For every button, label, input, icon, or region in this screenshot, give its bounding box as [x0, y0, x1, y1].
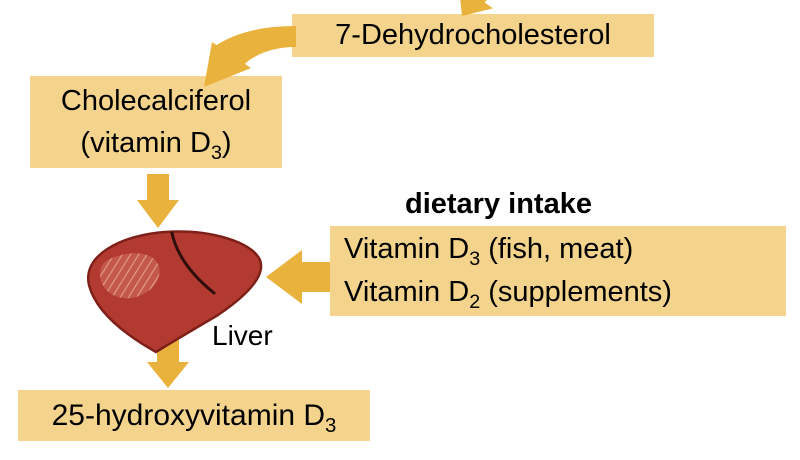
vitamin-d3-close-paren: ) — [221, 127, 232, 159]
liver-label: Liver — [212, 320, 273, 351]
node-25-hydroxyvitamin-d3: 25-hydroxyvitamin D3 — [18, 390, 370, 441]
liver-crease-line — [170, 231, 216, 295]
node-cholecalciferol: Cholecalciferol (vitamin D3) — [30, 76, 282, 168]
dietary-d2-sources: (supplements) — [480, 276, 672, 308]
dietary-d3-subscript: 3 — [469, 247, 481, 270]
dietary-vitamin-d2-line: Vitamin D2 (supplements) — [344, 271, 672, 315]
liver-highlight — [100, 253, 160, 299]
vitamin-d3-text: (vitamin D — [80, 127, 211, 159]
node-dietary-sources: Vitamin D3 (fish, meat) Vitamin D2 (supp… — [330, 226, 786, 316]
arrow-cholecalciferol-to-liver-icon — [137, 174, 179, 228]
dietary-vitamin-d3-line: Vitamin D3 (fish, meat) — [344, 228, 633, 272]
hydroxyvitamin-d3-label: 25-hydroxyvitamin D3 — [52, 394, 337, 438]
arrow-liver-to-25-hydroxyvitamin-icon — [147, 340, 189, 388]
node-7-dehydrocholesterol-label: 7-Dehydrocholesterol — [335, 19, 611, 52]
node-7-dehydrocholesterol: 7-Dehydrocholesterol — [292, 14, 654, 57]
dietary-intake-heading: dietary intake — [405, 188, 592, 220]
arrow-dietary-to-liver-icon — [266, 250, 330, 304]
hydroxyvitamin-subscript: 3 — [325, 414, 337, 437]
dietary-d2-text: Vitamin D — [344, 276, 470, 308]
dietary-d3-text: Vitamin D — [344, 232, 470, 265]
cholecalciferol-vitamin-form: (vitamin D3) — [80, 122, 231, 164]
cholecalciferol-name: Cholecalciferol — [60, 84, 252, 117]
dietary-d3-sources: (fish, meat) — [480, 232, 634, 265]
dietary-d2-subscript: 2 — [469, 290, 481, 313]
vitamin-d3-subscript: 3 — [210, 141, 222, 164]
hydroxyvitamin-text: 25-hydroxyvitamin D — [51, 398, 326, 432]
